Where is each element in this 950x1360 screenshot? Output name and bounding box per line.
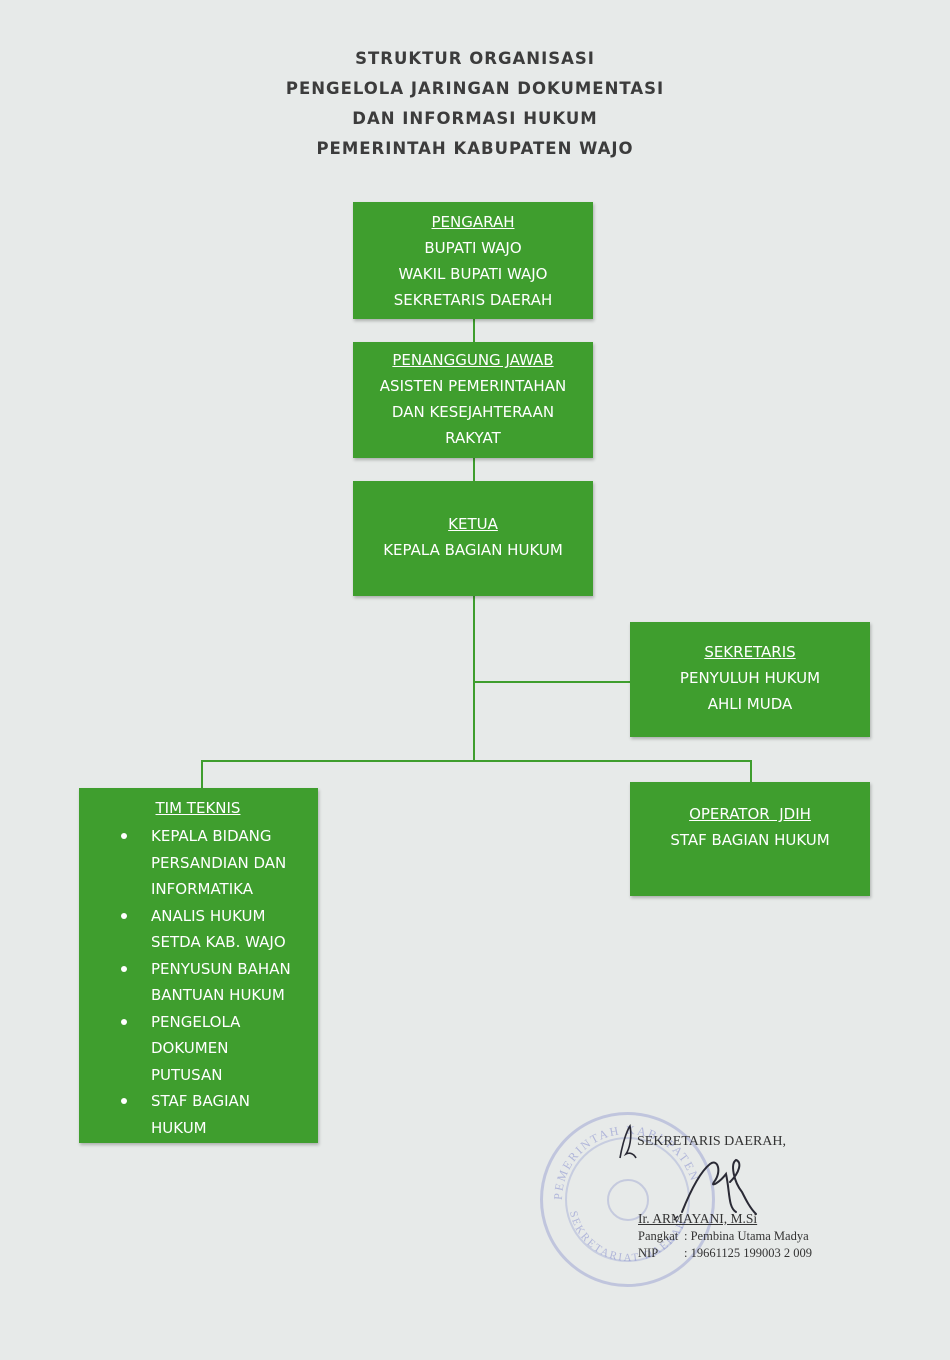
tim-teknis-item-2-line-2: SETDA KAB. WAJO (151, 933, 286, 951)
tim-teknis-item-4-line-3: PUTUSAN (151, 1065, 223, 1084)
tim-teknis-item-3-line-2: BANTUAN HUKUM (151, 986, 285, 1004)
operator-jdih-line-1: STAF BAGIAN HUKUM (670, 831, 830, 849)
connector-ketua-trunk (473, 596, 475, 761)
pangkat-value: : Pembina Utama Madya (684, 1229, 809, 1243)
page-title: STRUKTUR ORGANISASI PENGELOLA JARINGAN D… (0, 44, 950, 164)
connector-tim-teknis-drop (201, 760, 203, 788)
tim-teknis-heading: TIM TEKNIS (155, 799, 241, 817)
tim-teknis-item-4: PENGELOLA DOKUMEN PUTUSAN (79, 1009, 318, 1089)
title-line-1: STRUKTUR ORGANISASI (355, 49, 595, 68)
tim-teknis-item-1-line-3: INFORMATIKA (151, 880, 253, 898)
nip-label: NIP (638, 1246, 659, 1260)
tim-teknis-item-5: STAF BAGIAN HUKUM (79, 1088, 318, 1141)
tim-teknis-item-1: KEPALA BIDANG PERSANDIAN DAN INFORMATIKA (79, 823, 318, 903)
ketua-box: KETUA KEPALA BAGIAN HUKUM (353, 481, 593, 596)
pengarah-heading: PENGARAH (431, 213, 515, 231)
handwritten-signature-icon (673, 1158, 757, 1221)
tim-teknis-item-2: ANALIS HUKUM SETDA KAB. WAJO (79, 903, 318, 956)
title-line-3: DAN INFORMASI HUKUM (352, 109, 598, 128)
penanggung-jawab-heading: PENANGGUNG JAWAB (392, 351, 554, 369)
ketua-line-1: KEPALA BAGIAN HUKUM (383, 541, 563, 559)
signature-name: Ir. ARMAYANI, M.Si (638, 1211, 758, 1226)
penanggung-jawab-line-3: RAKYAT (445, 429, 501, 447)
connector-horizontal-bar (201, 760, 752, 762)
tim-teknis-item-4-line-2: DOKUMEN (151, 1039, 229, 1057)
pengarah-line-1: BUPATI WAJO (424, 239, 522, 257)
tim-teknis-item-1-line-1: KEPALA BIDANG (151, 827, 272, 845)
penanggung-jawab-line-2: DAN KESEJAHTERAAN (391, 403, 555, 421)
stamp-inner-ring (565, 1137, 690, 1262)
title-line-4: PEMERINTAH KABUPATEN WAJO (316, 139, 634, 158)
connector-operator-drop (750, 760, 752, 782)
tim-teknis-item-2-line-1: ANALIS HUKUM (151, 906, 266, 925)
signature-nip-row: NIP : 19661125 199003 2 009 (638, 1246, 812, 1261)
tim-teknis-item-3-line-1: PENYUSUN BAHAN (151, 959, 291, 978)
sekretaris-line-2: AHLI MUDA (707, 695, 793, 713)
operator-jdih-heading: OPERATOR JDIH (689, 805, 811, 823)
sekretaris-line-1: PENYULUH HUKUM (679, 669, 821, 687)
signature-pangkat-row: Pangkat : Pembina Utama Madya (638, 1229, 809, 1244)
sekretaris-box: SEKRETARIS PENYULUH HUKUM AHLI MUDA (630, 622, 870, 737)
tim-teknis-item-4-line-1: PENGELOLA (151, 1012, 241, 1031)
ketua-heading: KETUA (448, 515, 498, 533)
nip-value: : 19661125 199003 2 009 (684, 1246, 813, 1260)
operator-jdih-box: OPERATOR JDIH STAF BAGIAN HUKUM (630, 782, 870, 896)
tim-teknis-item-3: PENYUSUN BAHAN BANTUAN HUKUM (79, 956, 318, 1009)
paraf-initial-icon (619, 1123, 637, 1159)
tim-teknis-item-5-line-2: HUKUM (151, 1118, 207, 1137)
pengarah-line-2: WAKIL BUPATI WAJO (398, 265, 548, 283)
pengarah-box: PENGARAH BUPATI WAJO WAKIL BUPATI WAJO S… (353, 202, 593, 319)
connector-pengarah-pj (473, 318, 475, 342)
sekretaris-heading: SEKRETARIS (704, 643, 796, 661)
connector-pj-ketua (473, 457, 475, 481)
signature-title: SEKRETARIS DAERAH, (637, 1134, 786, 1149)
tim-teknis-box: TIM TEKNIS KEPALA BIDANG PERSANDIAN DAN … (79, 788, 318, 1143)
penanggung-jawab-box: PENANGGUNG JAWAB ASISTEN PEMERINTAHAN DA… (353, 342, 593, 458)
tim-teknis-item-5-line-1: STAF BAGIAN (151, 1092, 250, 1110)
penanggung-jawab-line-1: ASISTEN PEMERINTAHAN (379, 377, 567, 395)
tim-teknis-item-1-line-2: PERSANDIAN DAN (151, 853, 287, 872)
tim-teknis-list: KEPALA BIDANG PERSANDIAN DAN INFORMATIKA… (79, 823, 318, 1141)
pengarah-line-3: SEKRETARIS DAERAH (393, 291, 553, 309)
signature-block: PEMERINTAH KABUPATEN SEKRETARIAT DAERAH … (540, 1112, 900, 1322)
connector-sekretaris-branch (475, 681, 630, 683)
title-line-2: PENGELOLA JARINGAN DOKUMENTASI (285, 79, 665, 98)
pangkat-label: Pangkat (638, 1229, 679, 1243)
